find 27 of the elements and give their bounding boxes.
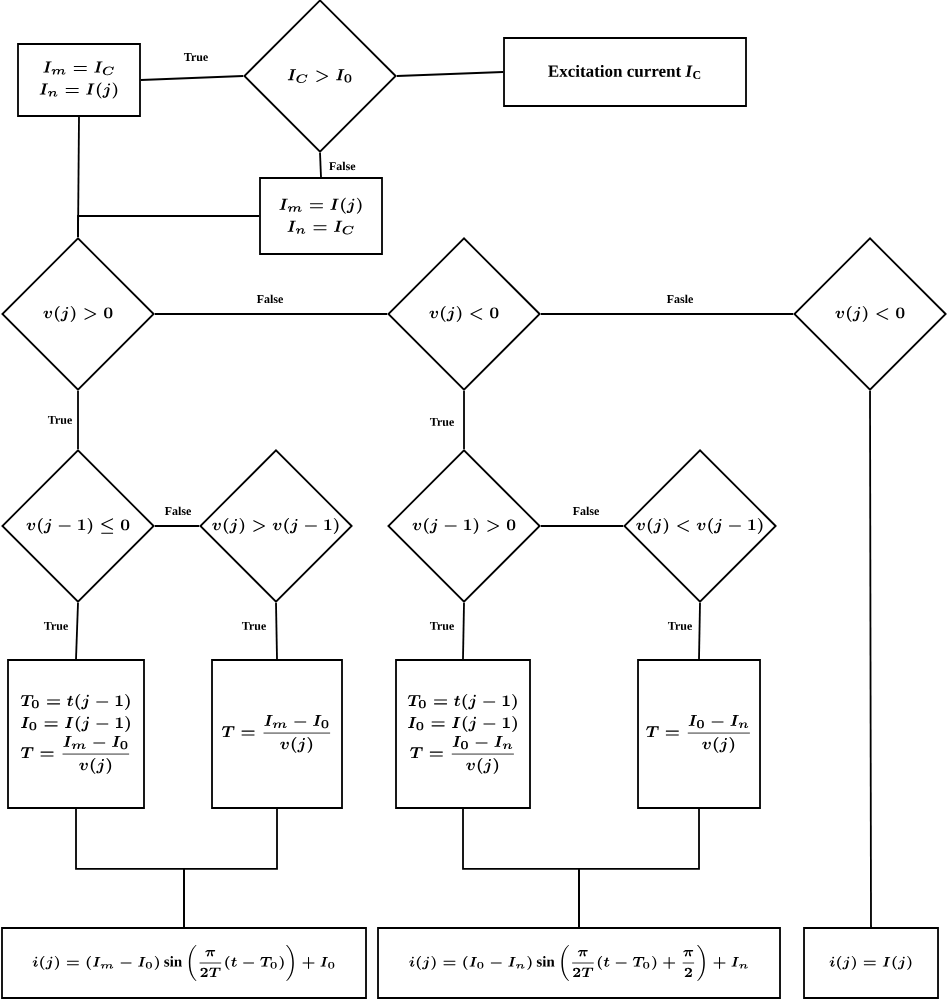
connector-line: [77, 215, 260, 238]
connector-line: [275, 602, 278, 660]
connector-line: [578, 808, 700, 928]
process-box: $i(j) = I(j)$: [803, 927, 939, 999]
process-box: $I_m = I_C$ $I_n = I(j)$: [17, 43, 141, 117]
process-box: $T = \frac{I_m - I_0}{v(j)}$: [211, 659, 343, 809]
process-box: $I_m = I(j)$ $I_n = I_C$: [259, 177, 383, 255]
connector-line: [396, 71, 504, 77]
connector-line: [154, 525, 200, 527]
connector-line: [140, 75, 244, 81]
connector-line: [698, 602, 701, 660]
process-box: $i(j) = (I_0 - I_n)\sin\left(\frac{\pi}{2T}(t-T_0)+\frac{\pi}{2}\right) + I_n$: [377, 927, 781, 999]
connector-line: [319, 152, 322, 178]
connector-line: [540, 313, 794, 315]
process-box: $T_0 = t(j-1)$ $I_0 = I(j-1)$ $T = \frac{I_0 - I_n}{v(j)}$: [395, 659, 531, 809]
process-box: $i(j) = (I_m - I_0)\sin\left(\frac{\pi}{2T}(t-T_0)\right) + I_0$: [1, 927, 367, 999]
process-box: Excitation current I$_{C}$: [503, 37, 747, 107]
connector-line: [540, 525, 624, 527]
process-box: $T_0 = t(j-1)$ $I_0 = I(j-1)$ $T = \frac{I_m - I_0}{v(j)}$: [7, 659, 145, 809]
connector-line: [154, 313, 388, 315]
connector-line: [462, 602, 465, 660]
connector-line: [75, 602, 79, 660]
connector-line: [77, 390, 79, 450]
process-box: $T = \frac{I_0 - I_n}{v(j)}$: [637, 659, 761, 809]
connector-line: [869, 390, 872, 928]
connector-line: [463, 390, 465, 450]
connector-line: [183, 808, 278, 928]
